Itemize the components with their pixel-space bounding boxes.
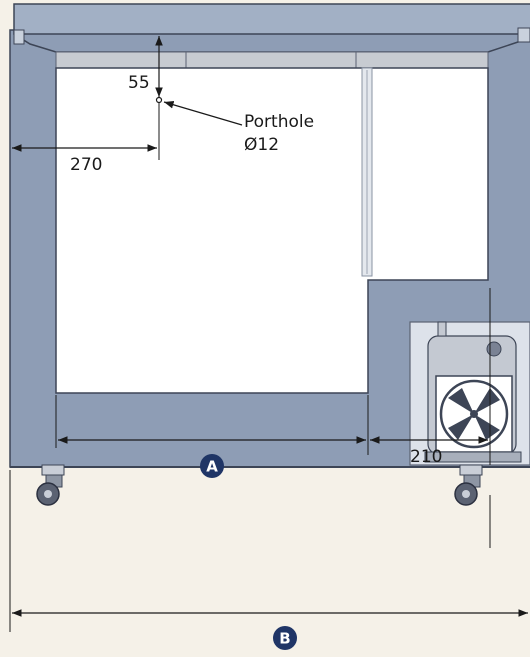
- compressor-valve: [486, 341, 502, 357]
- badge-b-label: B: [279, 630, 290, 648]
- cabinet-interior: [55, 67, 489, 394]
- dimension-label-55: 55: [128, 73, 150, 93]
- hinge-left: [13, 29, 25, 45]
- caster-left: [36, 464, 65, 506]
- hinge-right: [517, 27, 530, 43]
- dimension-label-210: 210: [410, 447, 442, 467]
- fan-blades: [448, 388, 500, 440]
- light-panel-1: [55, 51, 187, 69]
- caster-right: [454, 464, 483, 506]
- porthole-size: Ø12: [244, 135, 279, 155]
- badge-a-label: A: [206, 458, 218, 476]
- badge-b: [273, 626, 297, 650]
- porthole-marker: [155, 96, 163, 104]
- cabinet-lid: [13, 3, 530, 35]
- porthole-leader: [163, 101, 243, 126]
- fan-ring: [439, 379, 509, 449]
- light-panel-2: [185, 51, 357, 69]
- badge-a: [200, 454, 224, 478]
- dimension-label-270: 270: [70, 155, 102, 175]
- porthole-label: Porthole: [244, 112, 314, 132]
- light-panel-3: [355, 51, 489, 69]
